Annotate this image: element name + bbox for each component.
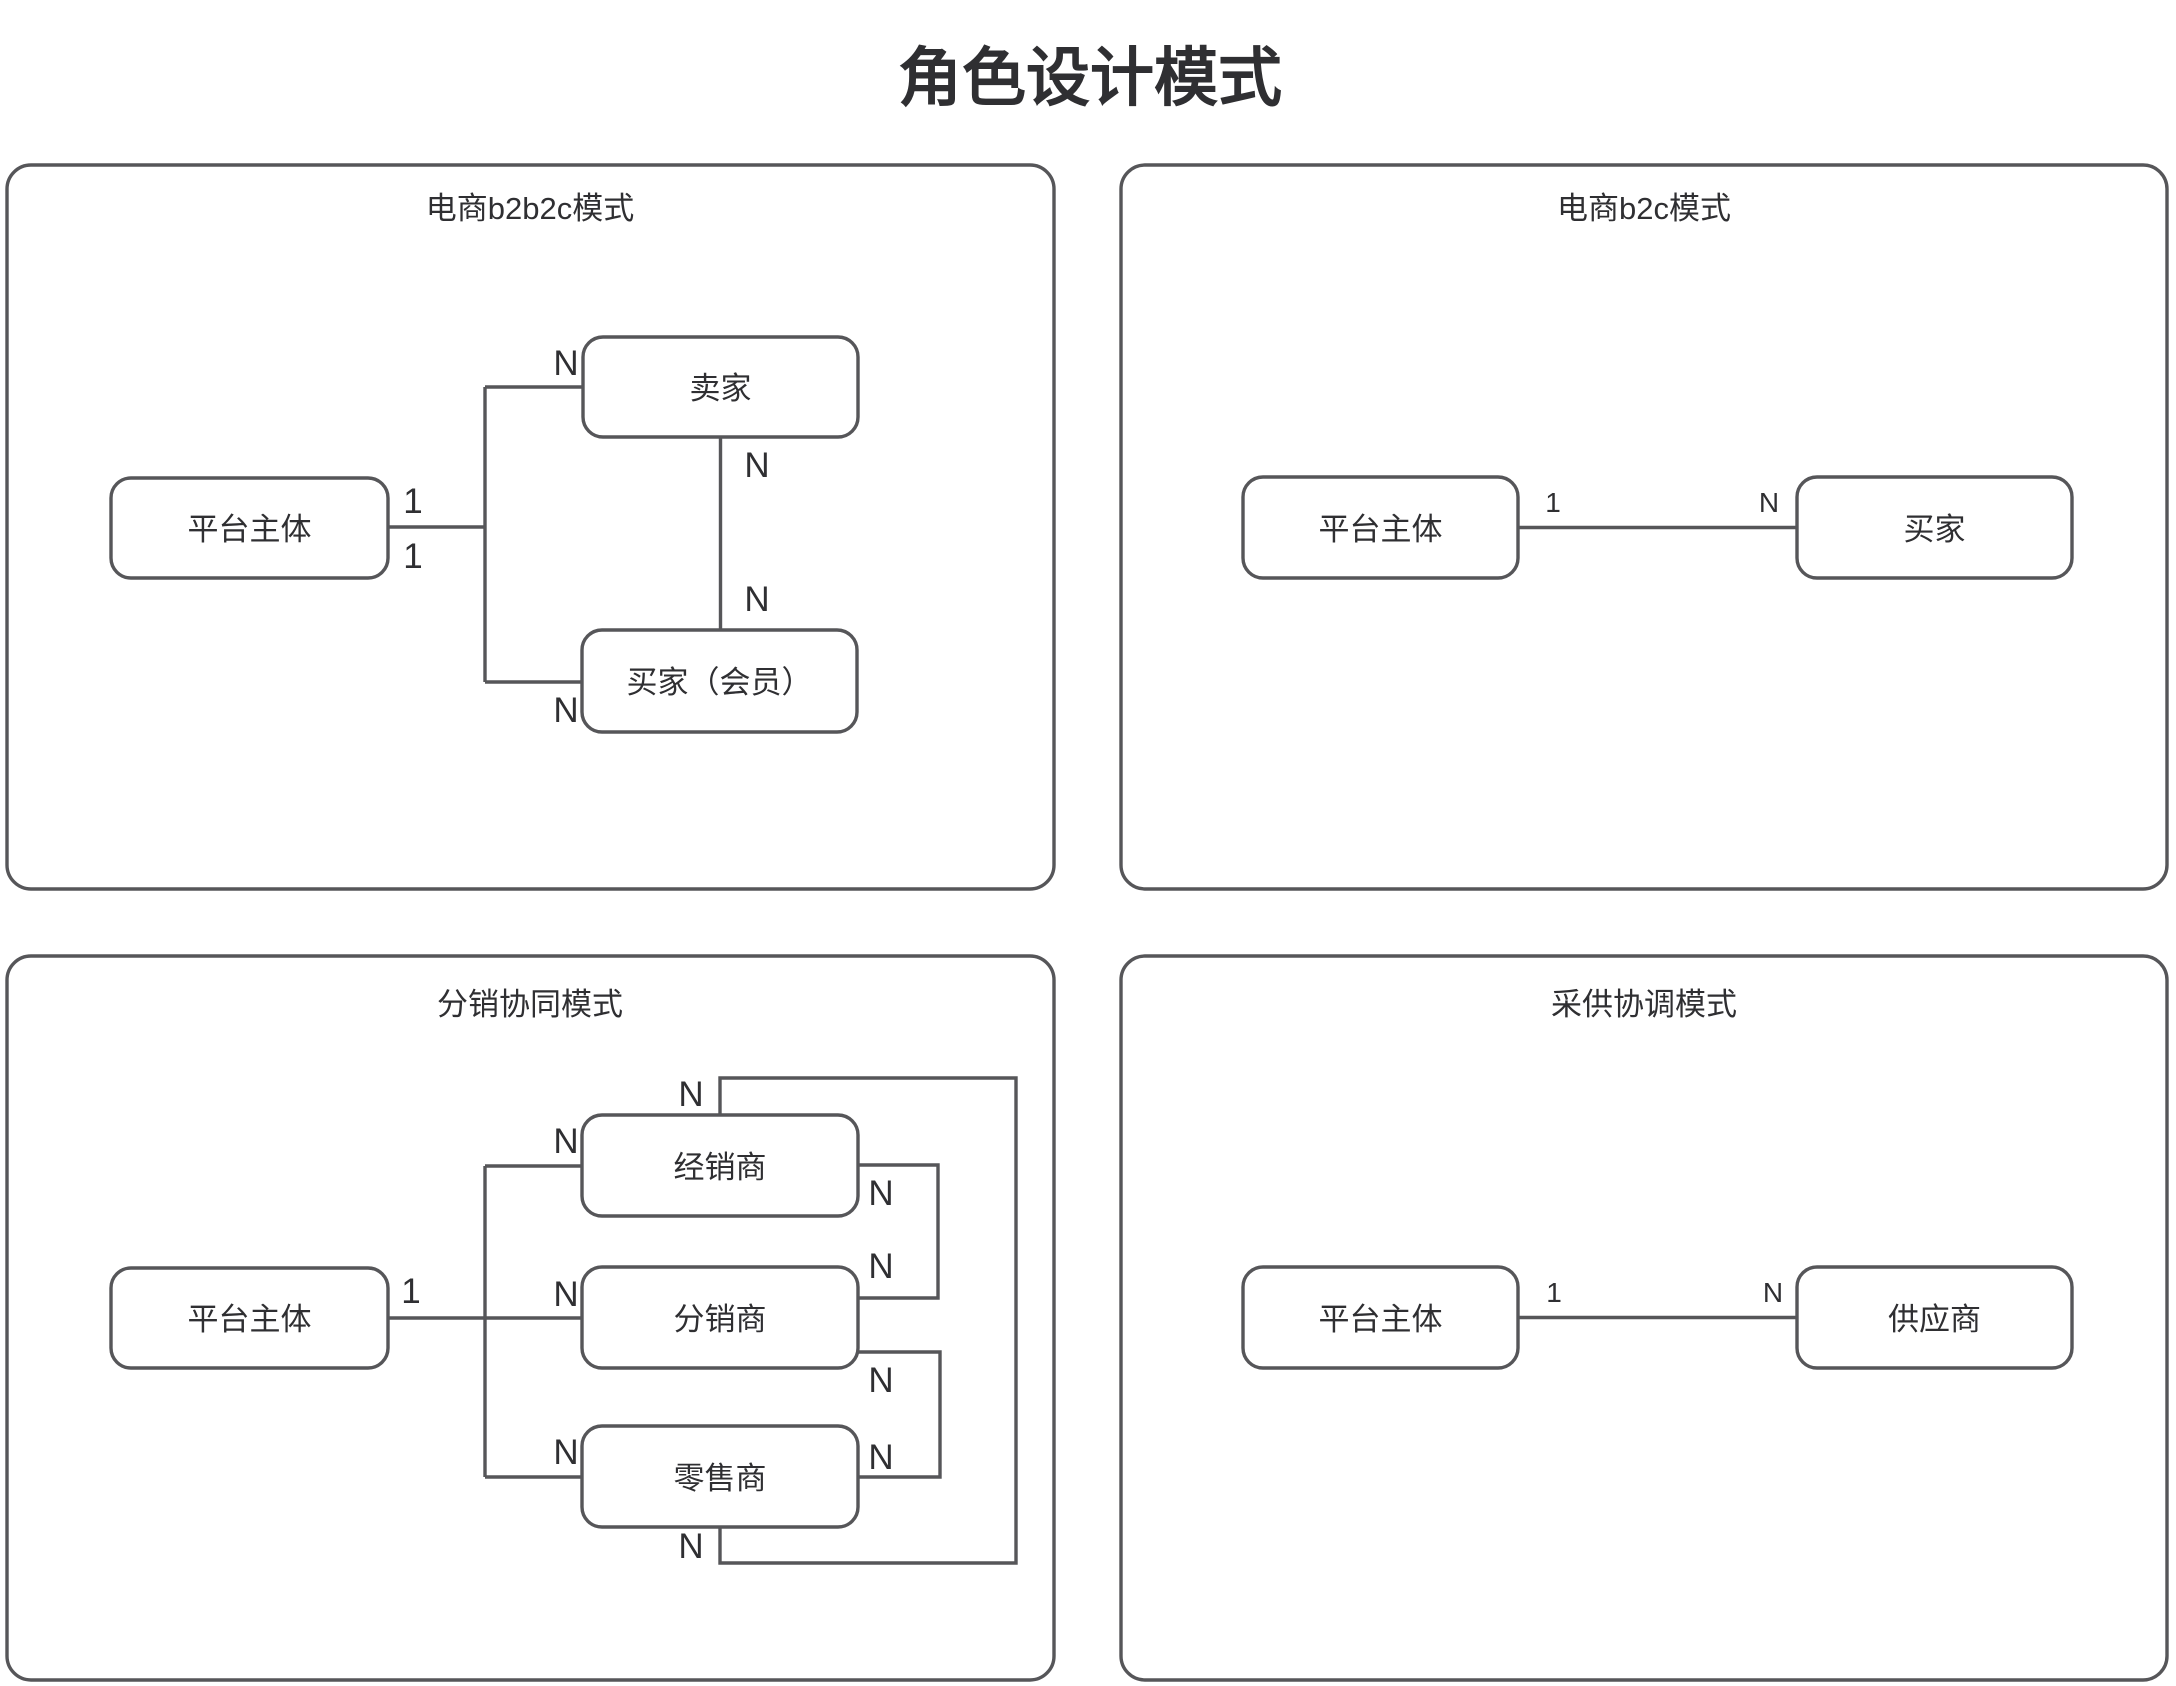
- entity-retailer-box: [580, 1424, 860, 1529]
- cardinality-label: N: [678, 1075, 703, 1114]
- entity-distributor: 分销商: [580, 1265, 860, 1370]
- panel-procurement-title: 采供协调模式: [1551, 987, 1737, 1022]
- cardinality-label: 1: [401, 1272, 420, 1311]
- cardinality-label: N: [868, 1247, 893, 1286]
- entity-buyer: 买家: [1795, 475, 2074, 580]
- entity-buyer-box: [1795, 475, 2074, 580]
- panel-b2b2c-title: 电商b2b2c模式: [426, 191, 634, 226]
- cardinality-label: N: [744, 446, 769, 485]
- entity-platform-label: 平台主体: [1319, 512, 1443, 547]
- entity-platform-box: [109, 476, 390, 580]
- entity-seller-box: [581, 335, 860, 439]
- entity-dealer-label: 经销商: [674, 1150, 767, 1185]
- panel-distribution-title: 分销协同模式: [437, 987, 623, 1022]
- cardinality-label: 1: [1545, 487, 1561, 518]
- entity-buyer-label: 买家: [1904, 512, 1966, 547]
- entity-buyer-member: 买家（会员）: [580, 628, 859, 734]
- entity-platform: 平台主体: [1241, 1265, 1520, 1370]
- panel-b2c: 电商b2c模式 平台主体 买家 1 N: [1119, 163, 2169, 891]
- entity-platform: 平台主体: [109, 1266, 390, 1370]
- cardinality-label: N: [553, 1433, 578, 1472]
- entity-buyer-member-box: [580, 628, 859, 734]
- cardinality-label: N: [678, 1527, 703, 1566]
- cardinality-label: N: [553, 691, 578, 730]
- entity-platform-label: 平台主体: [1319, 1302, 1443, 1337]
- connector-dealer-distributor-bracket: [858, 1163, 940, 1300]
- cardinality-label: N: [868, 1174, 893, 1213]
- entity-retailer-label: 零售商: [674, 1461, 767, 1496]
- entity-distributor-label: 分销商: [674, 1302, 767, 1337]
- entity-platform: 平台主体: [109, 476, 390, 580]
- cardinality-label: 1: [1546, 1277, 1562, 1308]
- entity-distributor-box: [580, 1265, 860, 1370]
- panel-b2b2c: 电商b2b2c模式 平台主体 卖家 买家（会员） 1 1 N: [5, 163, 1056, 891]
- cardinality-label: N: [553, 1122, 578, 1161]
- entity-platform: 平台主体: [1241, 475, 1520, 580]
- entity-platform-label: 平台主体: [188, 512, 312, 547]
- cardinality-label: 1: [403, 537, 422, 576]
- entity-supplier-box: [1795, 1265, 2074, 1370]
- panel-procurement: 采供协调模式 平台主体 供应商 1 N: [1119, 954, 2169, 1682]
- entity-seller-label: 卖家: [690, 371, 752, 406]
- cardinality-label: N: [1759, 487, 1779, 518]
- cardinality-label: N: [868, 1361, 893, 1400]
- cardinality-label: N: [553, 1275, 578, 1314]
- entity-platform-box: [109, 1266, 390, 1370]
- panel-b2c-title: 电商b2c模式: [1557, 191, 1731, 226]
- panel-distribution: 分销协同模式 平台主体 经销商 分销商: [5, 954, 1056, 1682]
- entity-dealer: 经销商: [580, 1113, 860, 1218]
- connector-distributor-retailer-bracket: [858, 1350, 942, 1479]
- connector-dealer-retailer-loop: [718, 1076, 1018, 1565]
- cardinality-label: N: [868, 1438, 893, 1477]
- entity-retailer: 零售商: [580, 1424, 860, 1529]
- cardinality-label: N: [744, 580, 769, 619]
- page-title: 角色设计模式: [898, 42, 1282, 114]
- cardinality-label: N: [553, 344, 578, 383]
- entity-supplier-label: 供应商: [1888, 1302, 1981, 1337]
- entity-dealer-box: [580, 1113, 860, 1218]
- cardinality-label: 1: [403, 482, 422, 521]
- cardinality-label: N: [1763, 1277, 1783, 1308]
- entity-platform-box: [1241, 475, 1520, 580]
- entity-supplier: 供应商: [1795, 1265, 2074, 1370]
- entity-seller: 卖家: [581, 335, 860, 439]
- entity-platform-label: 平台主体: [188, 1302, 312, 1337]
- entity-platform-box: [1241, 1265, 1520, 1370]
- entity-buyer-member-label: 买家（会员）: [627, 665, 813, 700]
